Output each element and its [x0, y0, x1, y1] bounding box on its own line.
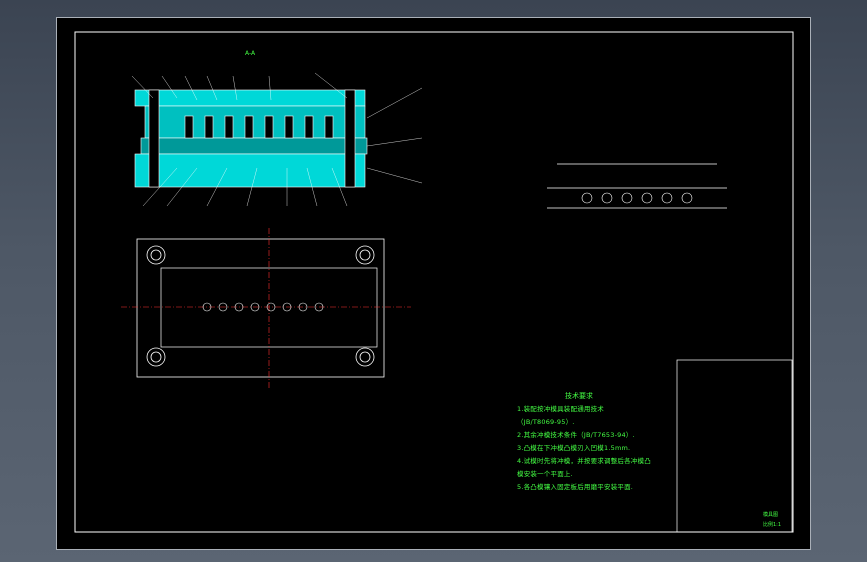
lower-die-plate — [134, 153, 366, 188]
pierce-holes — [202, 302, 324, 312]
section-view: A-A — [131, 50, 423, 207]
note-line: 3.凸模在下冲模凸模刃入凹模1.5mm. — [517, 444, 631, 452]
note-line: 1.装配按冲模具装配通用技术 — [517, 405, 605, 413]
scale: 比例1:1 — [763, 521, 781, 528]
note-line: 5.各凸模镶入固定板后用磨平安装平面. — [517, 483, 634, 491]
upper-die-plate — [134, 89, 366, 107]
strip-layout — [547, 163, 727, 209]
outer-frame — [74, 31, 794, 533]
mold-assembly-drawing: A-A — [74, 31, 794, 533]
note-line: 模安装一个平面上. — [517, 470, 573, 478]
guide-pillars — [148, 89, 356, 188]
punches — [184, 115, 334, 139]
guide-holes — [146, 245, 375, 367]
section-label: A-A — [245, 50, 256, 57]
note-line: 2.其余冲模技术条件（JB/T7653-94）. — [517, 431, 635, 439]
note-line: 4.试模时先将冲模，并按要求调整后各冲模凸 — [517, 457, 651, 465]
note-line: （JB/T8069-95）. — [517, 418, 575, 426]
plan-view — [121, 228, 411, 390]
notes-title: 技术要求 — [565, 392, 593, 400]
cad-viewport[interactable]: A-A — [56, 17, 811, 550]
lower-die-outline — [136, 238, 385, 378]
drawing-no: 模具图 — [763, 511, 778, 518]
leader-lines — [131, 72, 423, 207]
title-block: 模具图 比例1:1 — [676, 359, 793, 533]
stripper-plate — [140, 137, 368, 155]
